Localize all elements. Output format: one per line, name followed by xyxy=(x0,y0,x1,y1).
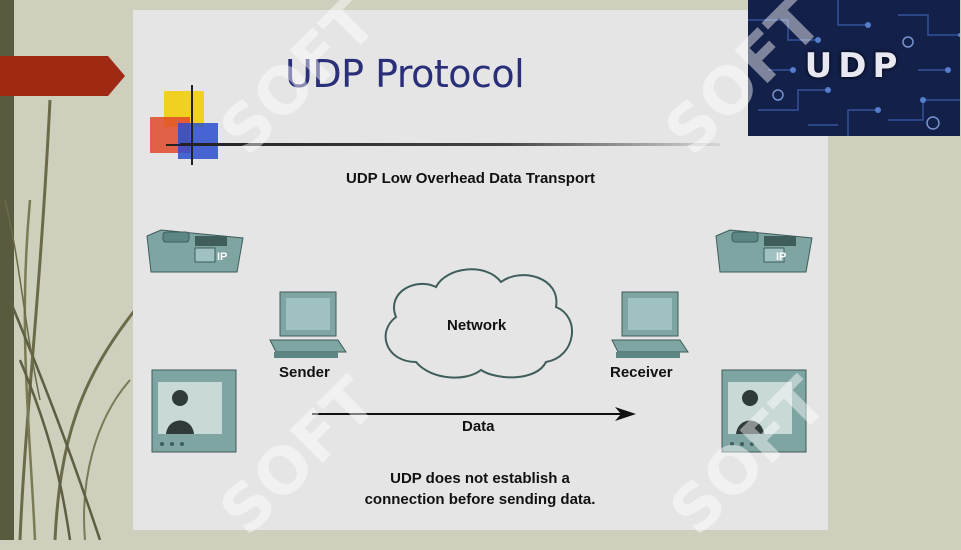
ip-phone-icon-left: IP xyxy=(146,229,244,273)
network-cloud-icon xyxy=(384,268,573,379)
data-arrow xyxy=(312,407,636,421)
video-terminal-icon-right xyxy=(721,369,807,453)
diagram-title: UDP Low Overhead Data Transport xyxy=(346,170,595,187)
udp-banner-image: UDP xyxy=(748,0,960,136)
phone-ip-label-right: IP xyxy=(776,251,786,263)
sender-computer-icon xyxy=(269,291,347,358)
receiver-label: Receiver xyxy=(610,364,673,381)
diagram-caption: UDP does not establish a connection befo… xyxy=(340,468,620,510)
sender-label: Sender xyxy=(279,364,330,381)
caption-line-1: UDP does not establish a xyxy=(390,470,570,487)
receiver-computer-icon xyxy=(611,291,689,358)
data-label: Data xyxy=(462,418,495,435)
udp-banner-text: UDP xyxy=(804,46,904,86)
video-terminal-icon-left xyxy=(151,369,237,453)
slide-title: UDP Protocol xyxy=(285,52,525,96)
phone-ip-label-left: IP xyxy=(217,251,227,263)
flag-arrow-decoration xyxy=(0,56,125,96)
title-underline xyxy=(180,143,720,146)
left-border-bar xyxy=(0,0,14,540)
ip-phone-icon-right: IP xyxy=(715,229,813,273)
network-label: Network xyxy=(447,317,507,334)
grass-decoration xyxy=(4,99,137,540)
color-squares-decoration xyxy=(150,85,230,165)
caption-line-2: connection before sending data. xyxy=(364,491,596,508)
